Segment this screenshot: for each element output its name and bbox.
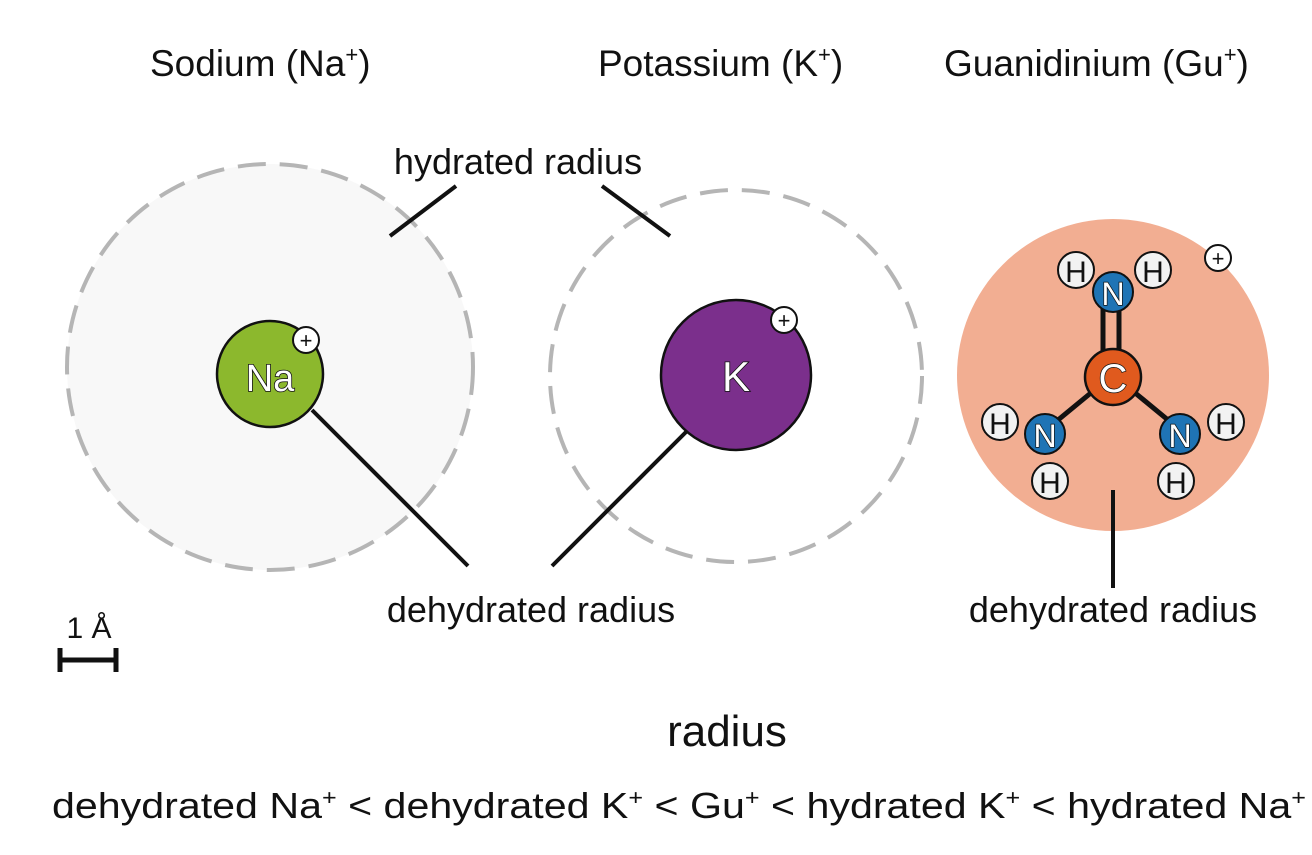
nitrogen-atom: N xyxy=(1168,418,1191,454)
scale-bar: 1 Å xyxy=(57,612,119,672)
svg-text:+: + xyxy=(778,308,791,333)
dehydrated-radius-label-right: dehydrated radius xyxy=(969,589,1257,630)
title-sodium: Sodium (Na+) xyxy=(150,42,371,84)
dehydrated-radius-label-left: dehydrated radius xyxy=(387,589,675,630)
svg-text:+: + xyxy=(1212,246,1225,271)
summary-heading: radius xyxy=(667,707,787,756)
hydrated-radius-leader-na xyxy=(388,184,458,238)
potassium-symbol: K xyxy=(722,353,750,400)
sodium-symbol: Na xyxy=(246,358,295,400)
dehydrated-radius-leader-k xyxy=(550,423,695,568)
sodium-ion: Na + xyxy=(215,319,325,429)
title-potassium: Potassium (K+) xyxy=(598,42,843,84)
potassium-ion: K + xyxy=(659,298,813,452)
potassium-charge-icon xyxy=(770,306,798,334)
dehydrated-radius-leader-na xyxy=(310,408,470,568)
sodium-charge-icon xyxy=(292,326,320,354)
carbon-atom: C xyxy=(1099,357,1128,401)
summary-inequality: dehydrated Na+ < dehydrated K+ < Gu+ < h… xyxy=(52,785,1306,826)
hydrogen-atom: H xyxy=(1215,408,1237,441)
hydrogen-atom: H xyxy=(989,408,1011,441)
hydrogen-atom: H xyxy=(1065,256,1087,289)
svg-text:+: + xyxy=(300,328,313,353)
title-guanidinium: Guanidinium (Gu+) xyxy=(944,42,1249,84)
hydrated-radius-label: hydrated radius xyxy=(394,141,642,182)
guanidinium-ion: H H N C H H N H H N + xyxy=(957,219,1269,588)
guanidinium-charge-icon xyxy=(1204,244,1232,272)
hydrogen-atom: H xyxy=(1165,467,1187,500)
nitrogen-atom: N xyxy=(1033,418,1056,454)
hydrated-radius-leader-k xyxy=(600,184,672,238)
hydrogen-atom: H xyxy=(1039,467,1061,500)
hydrogen-atom: H xyxy=(1142,256,1164,289)
scale-label: 1 Å xyxy=(66,612,111,645)
nitrogen-atom: N xyxy=(1101,276,1124,312)
